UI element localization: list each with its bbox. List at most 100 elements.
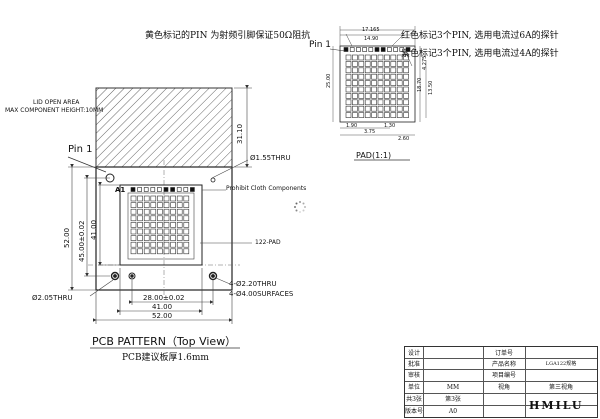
pad-1to1-top-pad (374, 47, 380, 52)
bottom-horizontal-dims (93, 268, 233, 324)
pad-122-label: 122-PAD (255, 239, 281, 246)
pad-dims (332, 26, 427, 136)
main-pad (170, 228, 176, 235)
main-pad (183, 202, 190, 208)
main-pad (157, 248, 163, 255)
pad-1to1-pad (390, 80, 397, 86)
pad-1to1-pad (377, 99, 384, 106)
pad-1to1-pad (364, 80, 371, 86)
pad-1to1-pad (364, 73, 371, 80)
main-pad (183, 241, 190, 248)
pad-dim-9: 2.60 (398, 136, 410, 142)
pad-1to1-pad (377, 112, 384, 118)
main-pad (183, 208, 190, 215)
main-top-pad (137, 187, 142, 192)
main-top-pad (163, 187, 169, 192)
main-pad (170, 195, 176, 202)
pad-1to1-pad (358, 61, 365, 67)
main-top-pad (157, 187, 162, 192)
pad-1to1-pad (345, 61, 352, 67)
pad-1to1-pad (345, 67, 352, 74)
pin1-leader (67, 156, 107, 173)
main-pad (183, 248, 190, 255)
pad-1to1-top-pad (405, 47, 411, 52)
main-pad (150, 228, 157, 235)
pad-1to1-top-pad (349, 47, 355, 52)
main-pad (163, 215, 170, 222)
main-pad (157, 215, 163, 222)
main-pad (183, 222, 190, 228)
pad-1to1-pad (396, 112, 403, 118)
pad-1to1-pad (371, 61, 377, 67)
main-pad (176, 235, 183, 241)
tb-row-5: 版本号 A0 (405, 408, 458, 415)
pad-1to1-pad (396, 93, 403, 99)
pad-1to1-pad (352, 73, 358, 80)
main-pad (150, 195, 157, 202)
pad-1to1-pad (364, 105, 371, 112)
thru-155-label: Ø1.55THRU (250, 154, 291, 162)
pad-1to1-pad (358, 80, 365, 86)
main-pad (157, 208, 163, 215)
pad-1to1-pad (384, 99, 390, 106)
pad-1to1-pad (403, 80, 409, 86)
pad-1to1-pad (345, 54, 352, 61)
main-pad (163, 248, 170, 255)
main-pad (176, 248, 183, 255)
pad-1to1-pad (403, 93, 409, 99)
pad-1to1-pad (345, 86, 352, 93)
pad-pin1-leader (329, 48, 346, 52)
main-pad (143, 235, 150, 241)
pad-1to1-pad (371, 73, 377, 80)
main-pad (163, 222, 170, 228)
pad-1to1-pad (352, 86, 358, 93)
pad-1to1-pad (384, 54, 390, 61)
pad-1to1-pad (403, 112, 409, 118)
main-pad (130, 202, 137, 208)
pad-title: PAD(1:1) (356, 151, 392, 160)
main-pad (130, 228, 137, 235)
pad-1to1-pad (364, 93, 371, 99)
thru-205-label: Ø2.05THRU (32, 294, 73, 302)
main-pad (137, 215, 143, 222)
pad-1to1-pad (358, 105, 365, 112)
pad-1to1-pad (352, 99, 358, 106)
main-pad (157, 241, 163, 248)
main-pad (176, 222, 183, 228)
main-pad (137, 202, 143, 208)
pad-grid (127, 192, 195, 260)
thru-220-label: 4-Ø2.20THRU (229, 280, 277, 288)
pad-1to1-pad (364, 61, 371, 67)
pad-1to1-pad (396, 80, 403, 86)
pad-1to1-top-pad (387, 47, 392, 52)
lid-open-area-label: LID OPEN AREA (33, 99, 80, 106)
pad-1to1-pad (396, 105, 403, 112)
main-pad (150, 208, 157, 215)
thru-205-leader (89, 279, 114, 297)
main-pad (143, 208, 150, 215)
pad-1to1-pad (358, 54, 365, 61)
surfaces-400-label: 4-Ø4.00SURFACES (229, 290, 294, 298)
main-pad (150, 202, 157, 208)
main-pad (143, 241, 150, 248)
pad-1to1-pad (384, 112, 390, 118)
tb-row-0: 设计 订单号 (407, 350, 513, 357)
main-pad (183, 235, 190, 241)
pad-1to1-pad (364, 54, 371, 61)
pad-1to1-pad (352, 54, 358, 61)
mounting-holes (105, 173, 218, 281)
dim-45-00-v-label: 45.00±0.02 (78, 220, 86, 263)
pad-1to1-pad (358, 86, 365, 93)
pad-1to1-pad (403, 105, 409, 112)
pad-1to1-pad (352, 112, 358, 118)
pad-dim-5: 13.50 (428, 80, 434, 95)
pad-1to1-pad (396, 54, 403, 61)
main-pad (157, 235, 163, 241)
pad-dim-1: 14.90 (364, 36, 379, 42)
main-pad (137, 208, 143, 215)
main-pad (170, 248, 176, 255)
pad-1to1-pad (396, 73, 403, 80)
main-pad (170, 215, 176, 222)
main-pad (137, 195, 143, 202)
